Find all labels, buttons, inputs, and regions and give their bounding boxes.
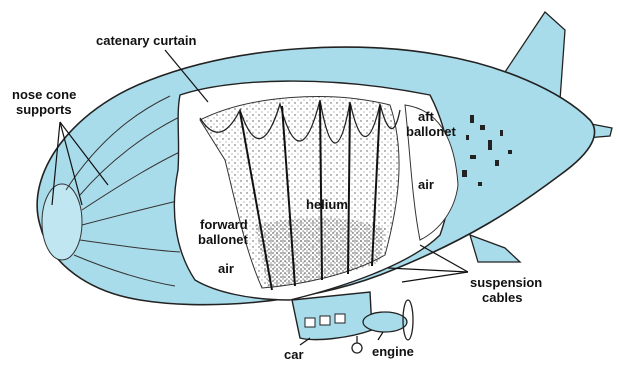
label-suspension-cables-line2: cables xyxy=(482,291,522,305)
label-car: car xyxy=(284,348,304,362)
label-nose-cone-supports-line1: nose cone xyxy=(12,88,76,102)
label-air-forward: air xyxy=(218,262,234,276)
label-suspension-cables-line1: suspension xyxy=(470,276,542,290)
label-catenary-curtain: catenary curtain xyxy=(96,34,196,48)
label-engine: engine xyxy=(372,345,414,359)
label-air-aft: air xyxy=(418,178,434,192)
lower-tail-fin xyxy=(470,235,520,262)
label-nose-cone-supports-line2: supports xyxy=(16,103,72,117)
label-forward-ballonet-line2: ballonet xyxy=(198,233,248,247)
engine-nacelle xyxy=(363,312,407,332)
label-aft-ballonet-line1: aft xyxy=(418,110,434,124)
label-aft-ballonet-line2: ballonet xyxy=(406,125,456,139)
label-helium: helium xyxy=(306,198,348,212)
gondola-car xyxy=(292,292,372,340)
landing-wheel xyxy=(352,343,362,353)
label-forward-ballonet-line1: forward xyxy=(200,218,248,232)
